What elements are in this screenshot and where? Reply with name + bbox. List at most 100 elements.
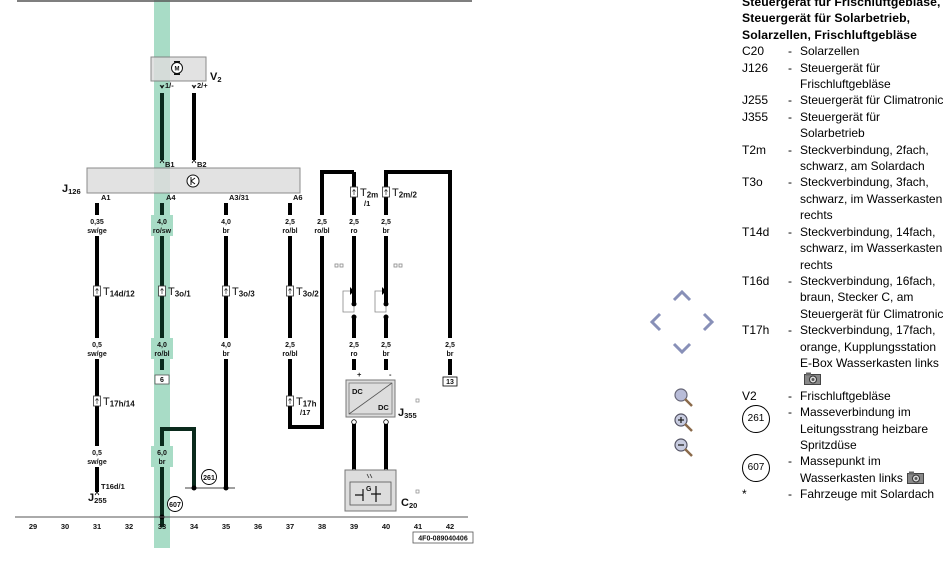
wire-color: ro/bl <box>314 228 329 235</box>
camera-icon[interactable] <box>804 372 821 386</box>
wire-color: br <box>159 459 166 466</box>
legend-item: J355-Steuergerät für Solarbetrieb <box>742 109 948 142</box>
v2-pin2: 2/+ <box>197 81 208 90</box>
legend-item: J126-Steuergerät für Frischluftgebläse <box>742 60 948 93</box>
legend-item: *-Fahrzeuge mit Solardach <box>742 486 948 502</box>
legend-desc: Frischluftgebläse <box>800 388 891 403</box>
component-legend: Steuergerät für Frischluftgebläse, Steue… <box>742 0 948 503</box>
pan-left-button[interactable] <box>649 311 663 333</box>
j126-pin-a1: A1 <box>101 193 111 202</box>
j126-pin-a3-31: A3/31 <box>229 193 249 202</box>
legend-item: T3o-Steckverbindung, 3fach, schwarz, im … <box>742 174 948 223</box>
legend-item: T14d-Steckverbindung, 14fach, schwarz, i… <box>742 224 948 273</box>
legend-code: T3o <box>742 175 763 190</box>
drawing-id: 4F0-089040406 <box>412 531 474 544</box>
j355-pin-plus: + <box>357 370 362 379</box>
legend-desc: Steckverbindung, 17fach, orange, Kupplun… <box>800 322 948 388</box>
column-number: 30 <box>61 522 69 531</box>
wire-label-bg <box>279 338 301 359</box>
legend-dash: - <box>788 487 792 502</box>
pan-up-button[interactable] <box>671 289 693 303</box>
wire-size: 0,35 <box>90 219 104 226</box>
wire-size: 4,0 <box>157 342 167 349</box>
wire-size: 2,5 <box>445 342 455 349</box>
reference-box-6: 6 <box>154 374 170 385</box>
connector-label: T14d/12 <box>103 286 135 299</box>
j255-label: J255 <box>88 492 107 505</box>
wire-size: 4,0 <box>221 219 231 226</box>
c20-label: C20 <box>401 497 417 510</box>
legend-dash: - <box>788 93 792 108</box>
ground-261: 261 <box>203 475 215 482</box>
connector-t2m2: T2m/2 <box>382 186 418 200</box>
legend-code: J255 <box>742 93 769 108</box>
reference-6-text: 6 <box>160 377 164 384</box>
wire-color: sw/ge <box>87 228 107 235</box>
v2-fan-motor: M V2 1/- 2/+ <box>150 56 222 90</box>
connector-label: T17h <box>296 396 317 409</box>
legend-item: T2m-Steckverbindung, 2fach, schwarz, am … <box>742 142 948 175</box>
zoom-fit-button[interactable] <box>673 387 695 409</box>
wire-size: 2,5 <box>317 219 327 226</box>
drawing-id-text: 4F0-089040406 <box>418 536 468 543</box>
legend-item: C20-Solarzellen <box>742 43 948 59</box>
pan-down-button[interactable] <box>671 341 693 355</box>
j126-pin-a4: A4 <box>166 193 176 202</box>
wire-size: 2,5 <box>285 219 295 226</box>
navigation-controls <box>645 287 725 467</box>
control-unit-icon <box>186 174 200 188</box>
wiring-diagram: M V2 1/- 2/+ J126 B1 B2 <box>15 0 474 548</box>
connector-t17h14: T17h/14 <box>93 395 135 409</box>
column-number: 41 <box>414 522 422 531</box>
legend-code: T14d <box>742 224 770 239</box>
wire-color: br <box>223 351 230 358</box>
legend-dash: - <box>788 109 792 124</box>
legend-dash: - <box>788 142 792 157</box>
wire-label-bg <box>439 338 461 359</box>
wire-color: br <box>447 351 454 358</box>
zoom-in-button[interactable] <box>673 412 695 434</box>
legend-dash: - <box>788 44 792 59</box>
legend-item: T17h-Steckverbindung, 17fach, orange, Ku… <box>742 322 948 388</box>
v2-pin1: 1/- <box>165 81 174 90</box>
connector-t3o2: T3o/2 <box>286 285 319 299</box>
wire-color: sw/ge <box>87 459 107 466</box>
magnifier-icon <box>674 388 688 402</box>
wire-size: 2,5 <box>349 219 359 226</box>
wire-color: ro/bl <box>282 351 297 358</box>
camera-icon[interactable] <box>906 471 924 484</box>
legend-desc: Massepunkt im Wasserkasten links <box>800 453 948 486</box>
connector-label: T17h/14 <box>103 396 135 409</box>
legend-dash: - <box>788 60 792 75</box>
zoom-out-button[interactable] <box>673 437 695 459</box>
column-number: 37 <box>286 522 294 531</box>
column-number: 39 <box>350 522 358 531</box>
connector-switches <box>334 263 403 320</box>
dc-in-label: DC <box>352 387 363 396</box>
wire-label-bg <box>343 338 365 359</box>
connector-sublabel: /17 <box>300 408 310 417</box>
column-number: 34 <box>190 522 199 531</box>
wire-label-bg <box>375 215 397 236</box>
legend-code: C20 <box>742 44 765 59</box>
wire-label-bg <box>375 338 397 359</box>
pan-right-button[interactable] <box>701 311 715 333</box>
wire-size: 2,5 <box>349 342 359 349</box>
j255-pin: T16d/1 <box>101 482 125 491</box>
connector-t3o1: T3o/1 <box>158 285 191 299</box>
legend-code: T17h <box>742 323 770 338</box>
wire-size: 6,0 <box>157 450 167 457</box>
wire-size: 2,5 <box>285 342 295 349</box>
wire-label-bg <box>86 446 108 467</box>
j355-label: J355 <box>398 407 417 420</box>
wire-label-bg <box>343 215 365 236</box>
wire-label-bg <box>151 446 173 467</box>
column-number: 40 <box>382 522 390 531</box>
legend-title: Steuergerät für Frischluftgebläse, Steue… <box>742 0 941 42</box>
wire-color: sw/ge <box>87 351 107 358</box>
j126-pin-a6: A6 <box>293 193 303 202</box>
wire-color: ro <box>351 228 358 235</box>
generator-symbol: G <box>366 486 372 493</box>
